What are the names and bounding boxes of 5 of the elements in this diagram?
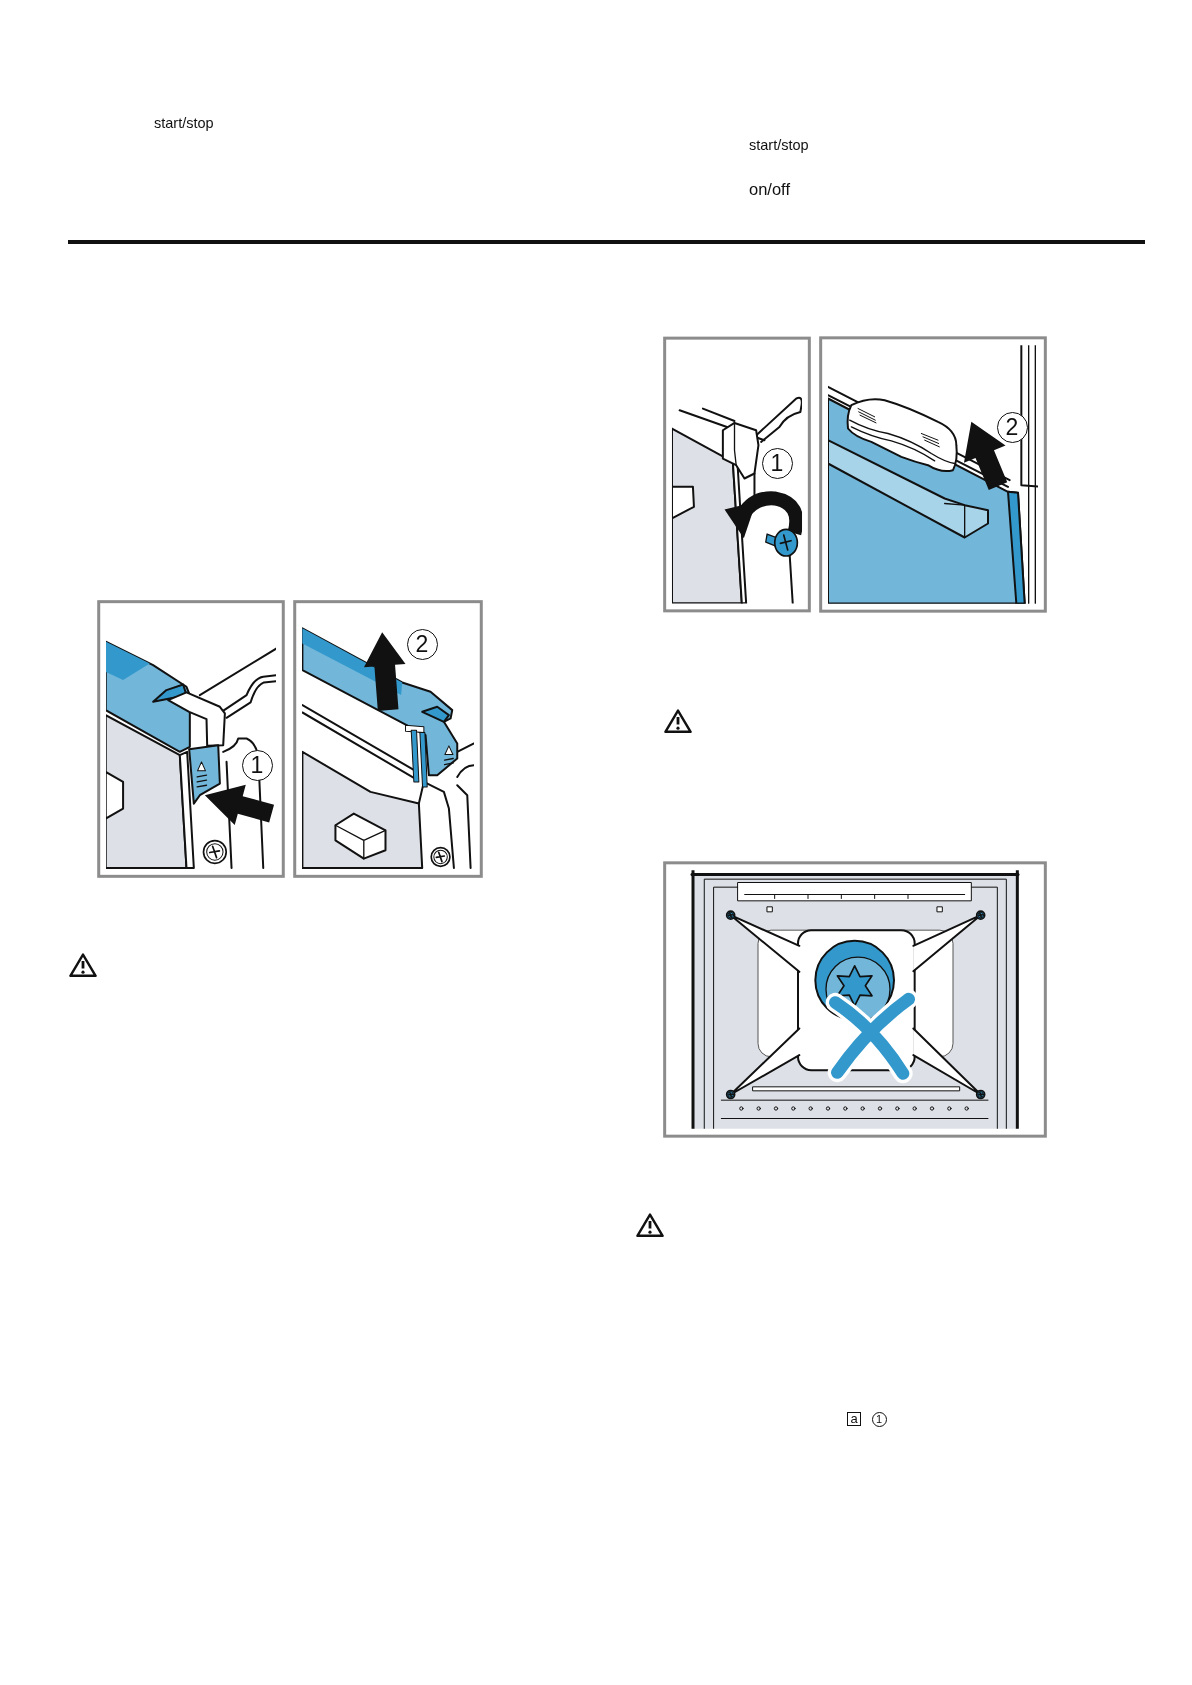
key-label: start/stop: [154, 115, 214, 133]
callout-number: 1: [871, 1411, 887, 1427]
key-label: on/off: [749, 180, 790, 200]
reference-letter: a: [847, 1412, 861, 1426]
key-label: start/stop: [749, 137, 809, 155]
